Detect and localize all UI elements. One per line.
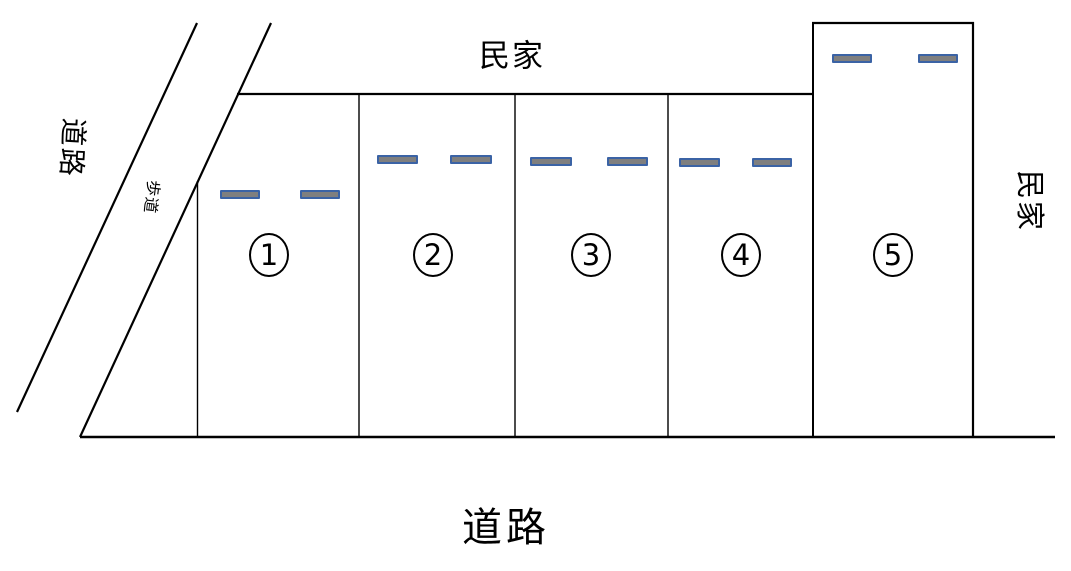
- wheel-stop: [450, 155, 492, 164]
- space-number-4-text: 4: [731, 238, 751, 272]
- wheel-stop: [832, 54, 872, 63]
- house-label-top: 民家: [479, 38, 545, 75]
- sidewalk-edge-diagonal: [79, 22, 272, 438]
- space-number-3-text: 3: [581, 238, 601, 272]
- wheel-stop: [220, 190, 260, 199]
- space-number-5: 5: [873, 233, 913, 277]
- space-number-2: 2: [413, 233, 453, 277]
- road-edge-diagonal: [16, 22, 198, 413]
- wheel-stop: [530, 157, 572, 166]
- space-number-2-text: 2: [423, 238, 443, 272]
- space-number-1-text: 1: [259, 238, 279, 272]
- space-number-1: 1: [249, 233, 289, 277]
- wheel-stop: [918, 54, 958, 63]
- road-label-left: 道路: [54, 117, 91, 179]
- space-number-5-text: 5: [883, 238, 903, 272]
- wheel-stop: [377, 155, 418, 164]
- road-label-bottom: 道路: [462, 505, 550, 551]
- sidewalk-label: 歩道: [140, 179, 164, 216]
- wheel-stop: [752, 158, 792, 167]
- space-number-3: 3: [571, 233, 611, 277]
- space-number-4: 4: [721, 233, 761, 277]
- wheel-stop: [607, 157, 648, 166]
- house-label-right: 民家: [1013, 169, 1048, 233]
- wheel-stop: [300, 190, 340, 199]
- wheel-stop: [679, 158, 720, 167]
